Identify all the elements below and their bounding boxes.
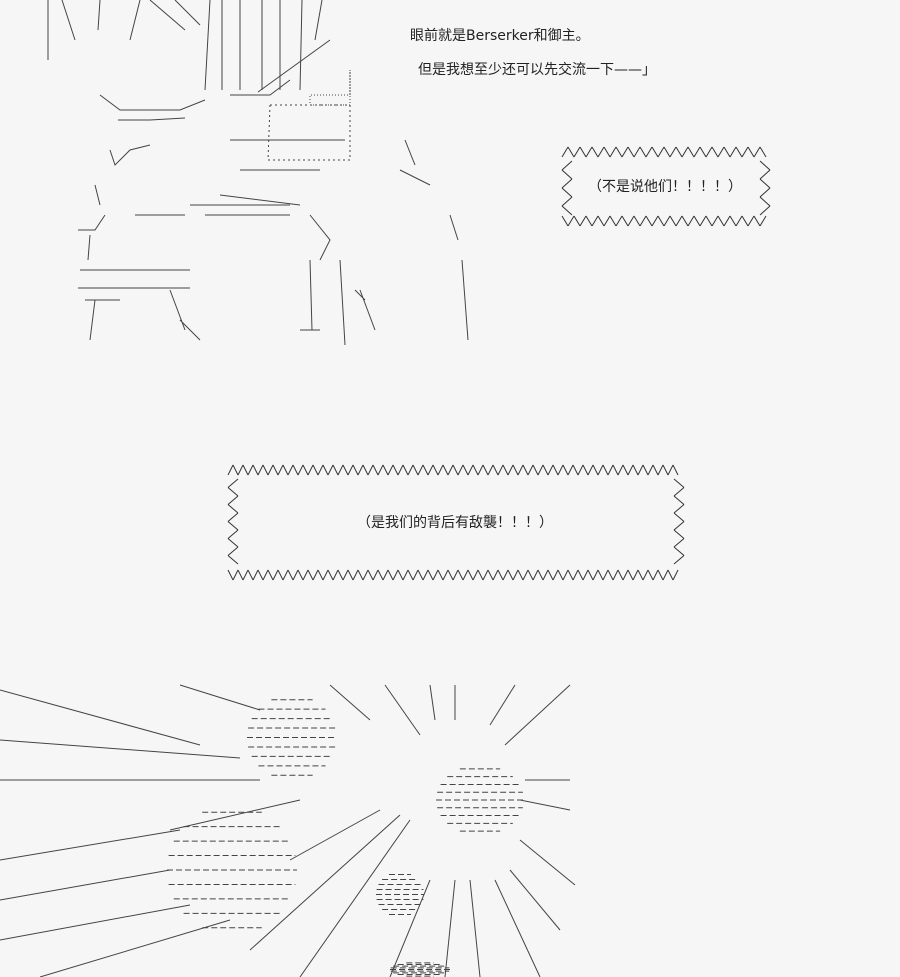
shout-large-text: （是我们的背后有敌襲！！！） bbox=[357, 515, 553, 531]
ascii-art-figures bbox=[47, 0, 469, 346]
shout-small-text: （不是说他们！！！！） bbox=[588, 179, 742, 195]
shout-bubble-small bbox=[561, 146, 771, 227]
narration-line-2: 但是我想至少还可以先交流一下——」 bbox=[418, 62, 656, 78]
narration-line-1: 眼前就是Berserker和御主。 bbox=[410, 28, 590, 44]
shout-bubble-large bbox=[227, 464, 685, 581]
